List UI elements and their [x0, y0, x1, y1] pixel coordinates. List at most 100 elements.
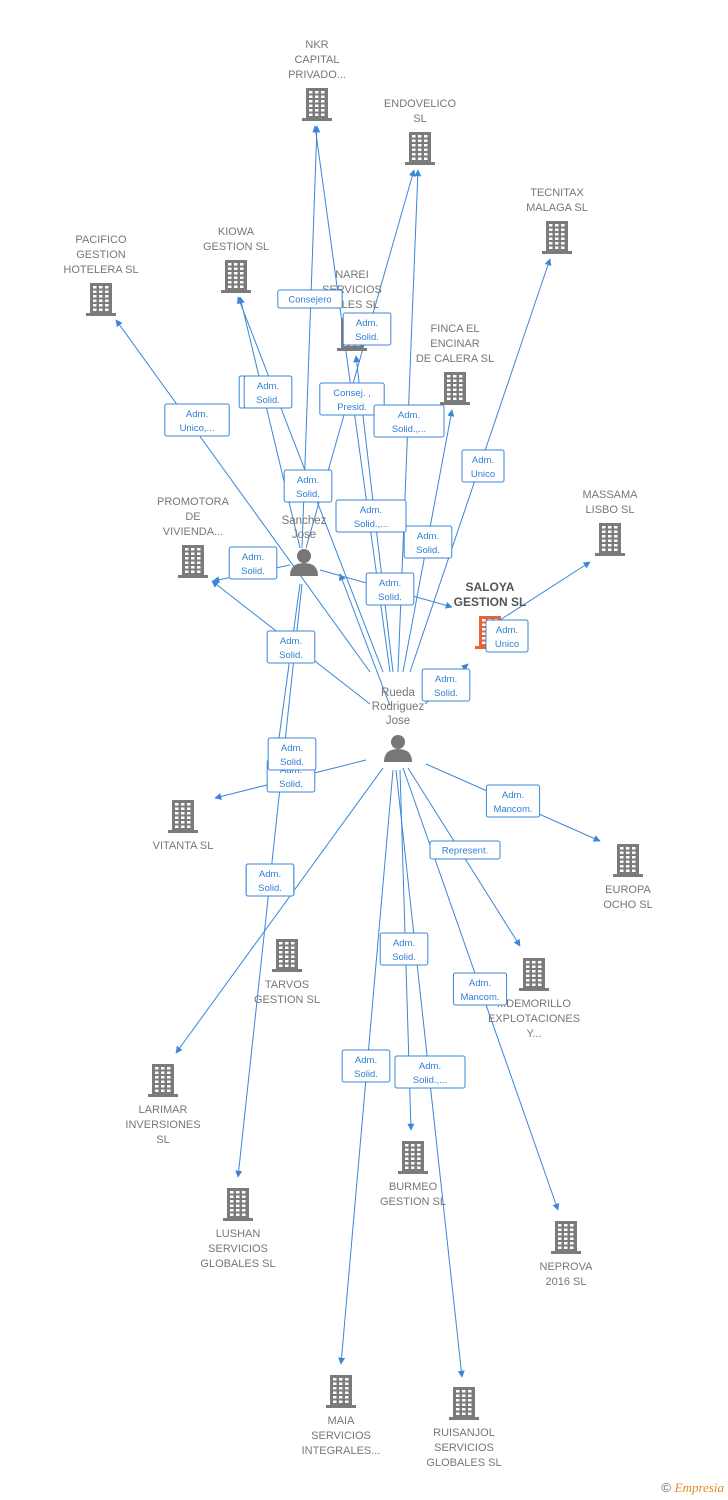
edge-label-rueda-finca[interactable]: Adm.Solid. — [403, 525, 453, 559]
edge-label-text: Consejero — [288, 295, 331, 306]
node-label: NKR — [305, 39, 328, 51]
node-label: FINCA EL — [431, 323, 480, 335]
edge-label-box — [341, 1049, 391, 1083]
node-label: PRIVADO... — [288, 69, 346, 81]
edge-label-text: Adm. — [419, 1061, 441, 1072]
edge-label-text: Adm. — [398, 410, 420, 421]
edge-label-rueda-maia[interactable]: Adm.Solid. — [341, 1049, 391, 1083]
edge-label-box — [266, 630, 316, 664]
edge-label-box — [365, 572, 415, 606]
node-promotora[interactable]: PROMOTORADEVIVIENDA... — [157, 496, 230, 578]
edge-label-sanchez-endovelico[interactable]: Consej. ,Presid. — [319, 382, 385, 416]
building-icon — [551, 1221, 581, 1254]
node-label: KIOWA — [218, 226, 255, 238]
node-label: Jose — [292, 529, 316, 541]
building-icon — [398, 1141, 428, 1174]
node-label: MASSAMA — [582, 489, 638, 501]
edge-label-rueda-pacifico[interactable]: Adm.Unico,... — [164, 403, 230, 437]
edge-label-text: Solid. — [296, 489, 320, 500]
edge-label-text: Solid. — [434, 688, 458, 699]
edge-label-rueda-tecnitax[interactable]: Adm.Unico — [461, 449, 505, 483]
edge-label-rueda-kiowa[interactable]: Adm.Solid. — [243, 375, 293, 409]
node-label: 2016 SL — [546, 1276, 587, 1288]
edge-label-text: Solid. — [241, 566, 265, 577]
edge-label-text: Adm. — [356, 318, 378, 329]
node-tarvos[interactable]: TARVOS GESTION SL — [254, 939, 320, 1006]
node-label: TARVOS — [265, 979, 309, 991]
edge-label-rueda-sanchez[interactable]: Adm.Solid.,... — [335, 499, 407, 533]
edge-label-rueda-larimar[interactable]: Adm.Solid. — [245, 863, 295, 897]
edge-label-text: Adm. — [393, 938, 415, 949]
node-label: LISBO SL — [586, 504, 635, 516]
edge-label-saloya-massama[interactable]: Adm.Unico — [485, 619, 529, 653]
edge-label-text: Adm. — [360, 505, 382, 516]
node-label: SALOYA — [466, 580, 515, 594]
edge-label-text: Solid.,... — [392, 424, 426, 435]
edge-label-text: Mancom. — [493, 804, 532, 815]
edge-label-sanchez-vitanta[interactable]: Adm.Solid. — [267, 737, 317, 771]
edge-label-rueda-narei[interactable]: Adm.Solid. — [342, 312, 392, 346]
node-label: SERVICIOS — [311, 1430, 371, 1442]
edge-rueda-sanchez — [338, 573, 391, 707]
edge-label-sanchez-promotora[interactable]: Adm.Solid. — [228, 546, 278, 580]
node-label: PROMOTORA — [157, 496, 230, 508]
edge-label-box — [485, 784, 541, 818]
node-vitanta[interactable]: VITANTA SL — [153, 800, 214, 852]
node-label: EUROPA — [605, 884, 651, 896]
edge-label-text: Solid. — [378, 592, 402, 603]
node-maia[interactable]: MAIASERVICIOSINTEGRALES... — [302, 1375, 381, 1457]
node-label: Y... — [526, 1028, 541, 1040]
edge-label-rueda-endovelico[interactable]: Adm. Solid.,... — [373, 404, 445, 438]
edge-label-box — [164, 403, 230, 437]
node-demorillo[interactable]: ...DEMORILLOEXPLOTACIONESY... — [488, 958, 580, 1040]
node-label: ...DEMORILLO — [497, 998, 571, 1010]
edge-label-rueda-burmeo[interactable]: Adm. Solid. — [379, 932, 429, 966]
edge-label-text: Solid. — [392, 952, 416, 963]
edge-label-text: Adm. — [472, 455, 494, 466]
edge-label-text: Adm. — [281, 743, 303, 754]
node-label: DE CALERA SL — [416, 353, 494, 365]
edge-label-box — [243, 375, 293, 409]
building-icon — [542, 221, 572, 254]
edge-label-rueda-neprova[interactable]: Adm.Mancom. — [452, 972, 508, 1006]
edge-label-rueda-demorillo[interactable]: Represent. — [429, 840, 501, 860]
edge-label-box — [403, 525, 453, 559]
edge-label-box — [485, 619, 529, 653]
node-label: SL — [413, 113, 426, 125]
edge-label-sanchez-saloya[interactable]: Adm.Solid. — [365, 572, 415, 606]
edge-label-text: Solid. — [279, 650, 303, 661]
building-icon — [178, 545, 208, 578]
building-icon — [272, 939, 302, 972]
edge-label-rueda-saloya[interactable]: Adm.Solid. — [421, 668, 471, 702]
footer-brand[interactable]: © Empresia — [661, 1480, 724, 1496]
edge-label-rueda-promotora[interactable]: Adm.Solid. — [266, 630, 316, 664]
edge-label-sanchez-nkr[interactable]: Consejero — [277, 289, 343, 309]
edge-label-box — [373, 404, 445, 438]
node-label: GESTION SL — [254, 994, 320, 1006]
node-label: SL — [156, 1134, 169, 1146]
node-label: Jose — [386, 715, 410, 727]
edge-label-box — [245, 863, 295, 897]
edge-label-rueda-nkr[interactable]: Adm.Solid. — [283, 469, 333, 503]
edge-label-rueda-europa[interactable]: Adm.Mancom. — [485, 784, 541, 818]
edge-label-text: Adm. — [186, 409, 208, 420]
building-icon — [223, 1188, 253, 1221]
node-nkr[interactable]: NKRCAPITALPRIVADO... — [288, 39, 346, 121]
edge-label-rueda-ruisanjol[interactable]: Adm.Solid.,... — [394, 1055, 466, 1089]
node-label: SERVICIOS — [208, 1243, 268, 1255]
node-massama[interactable]: MASSAMA LISBO SL — [582, 489, 638, 556]
